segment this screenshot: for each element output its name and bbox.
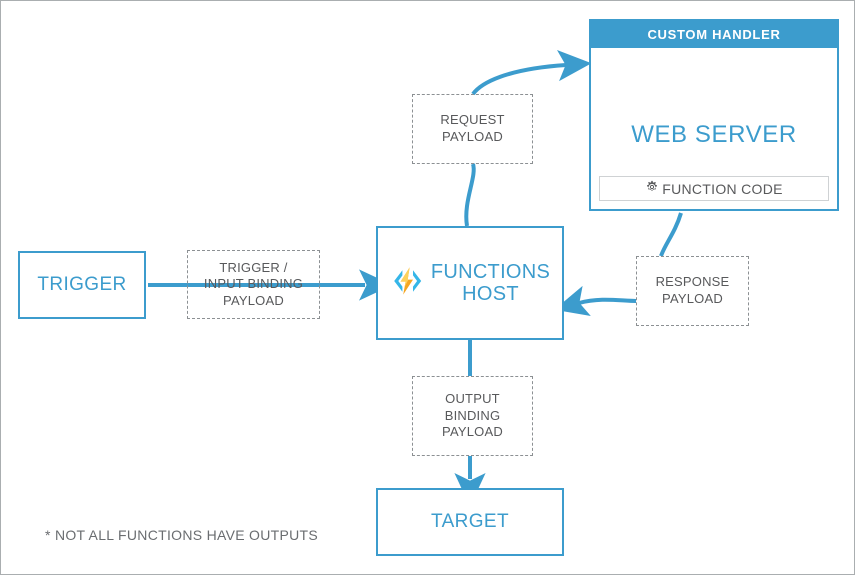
payload-line-1: TRIGGER / [219, 259, 288, 275]
target-box: TARGET [376, 488, 564, 556]
function-code-button[interactable]: FUNCTION CODE [599, 176, 829, 201]
output-binding-payload-label: OUTPUT BINDING PAYLOAD [412, 376, 533, 456]
payload-line-1: RESPONSE [655, 274, 730, 290]
payload-line-2: INPUT BINDING [203, 276, 304, 292]
trigger-box: TRIGGER [18, 251, 146, 319]
functions-host-label-line1: FUNCTIONS [430, 260, 551, 283]
payload-line-2: BINDING [444, 407, 501, 423]
payload-line-2: PAYLOAD [662, 291, 723, 306]
trigger-label: TRIGGER [37, 274, 127, 295]
functions-host-label-line2: HOST [462, 283, 519, 305]
trigger-input-binding-payload-label: TRIGGER / INPUT BINDING PAYLOAD [187, 250, 320, 319]
custom-handler-body: WEB SERVER FUNCTION CODE [591, 48, 837, 209]
azure-functions-icon [390, 264, 424, 303]
target-label: TARGET [430, 511, 510, 532]
request-payload-label: REQUEST PAYLOAD [412, 94, 533, 164]
functions-host-box: FUNCTIONS HOST [376, 226, 564, 340]
payload-line-2: PAYLOAD [442, 129, 503, 144]
custom-handler-header: CUSTOM HANDLER [591, 21, 837, 48]
payload-line-3: PAYLOAD [223, 292, 284, 308]
payload-line-1: REQUEST [440, 112, 505, 128]
functions-host-label: FUNCTIONS HOST [431, 261, 550, 306]
payload-line-1: OUTPUT [445, 391, 500, 407]
payload-line-3: PAYLOAD [442, 424, 503, 440]
gear-icon [645, 180, 659, 197]
custom-handler-panel: CUSTOM HANDLER WEB SERVER FUNCTION CODE [589, 19, 839, 211]
web-server-label: WEB SERVER [631, 120, 797, 148]
function-code-label: FUNCTION CODE [662, 180, 783, 197]
footnote-text: * NOT ALL FUNCTIONS HAVE OUTPUTS [45, 527, 319, 543]
response-payload-label: RESPONSE PAYLOAD [636, 256, 749, 326]
